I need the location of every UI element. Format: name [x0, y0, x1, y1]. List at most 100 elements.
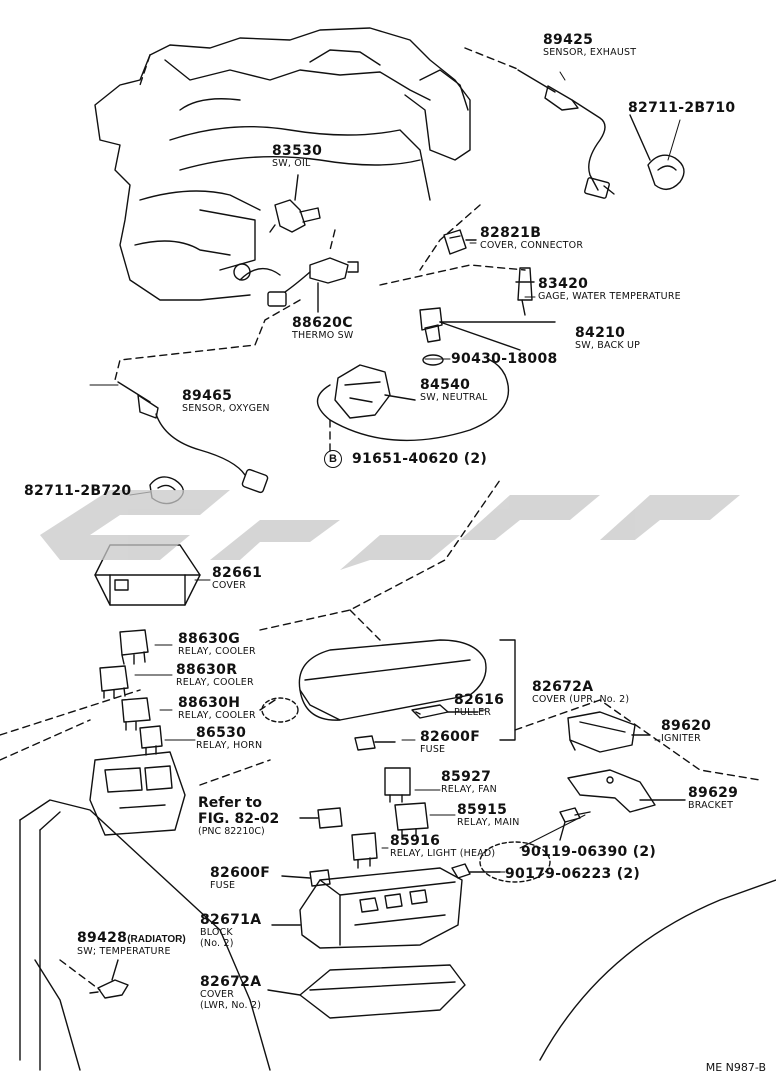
part-number: 82600F — [420, 729, 481, 745]
oxygen-sensor-drawing — [117, 381, 269, 494]
nut-drawing — [451, 863, 501, 879]
label-85916: 85916 RELAY, LIGHT (HEAD) — [390, 834, 495, 859]
backup-switch-drawing — [419, 307, 556, 366]
part-number: 89629 — [688, 785, 739, 801]
water-temp-gauge-drawing — [515, 267, 535, 316]
label-83420: 83420 GAGE, WATER TEMPERATURE — [538, 277, 681, 302]
part-description: SW, BACK UP — [575, 340, 641, 351]
part-description: COVER — [212, 580, 247, 591]
part-description: COVER, CONNECTOR — [480, 240, 584, 251]
bracket-drawing — [567, 769, 686, 813]
label-82616: 82616 PULLER — [454, 693, 504, 718]
label-82661: 82661 COVER — [212, 566, 262, 591]
part-number: 82821B — [480, 225, 542, 241]
part-number: 84540 — [420, 377, 471, 393]
part-description: GAGE, WATER TEMPERATURE — [538, 291, 681, 302]
bolt-drawing — [559, 807, 591, 841]
part-description: SENSOR, EXHAUST — [543, 47, 637, 58]
label-89629: 89629 BRACKET — [688, 786, 738, 811]
marker-b: B — [324, 450, 342, 468]
puller-drawing — [411, 704, 479, 719]
part-number: 88630R — [176, 662, 238, 678]
part-number: 82672A — [200, 974, 262, 990]
part-number: 82616 — [454, 692, 505, 708]
part-description: PULLER — [454, 707, 492, 718]
label-85927: 85927 RELAY, FAN — [441, 770, 497, 795]
label-89465: 89465 SENSOR, OXYGEN — [182, 389, 270, 414]
connector-cover-drawing — [443, 229, 477, 255]
drawing-code: ME N987-B — [705, 1061, 766, 1074]
relay-88630g-drawing — [119, 629, 149, 665]
part-number: 82672A — [532, 679, 594, 695]
part-number: 90179-06223 (2) — [505, 866, 641, 882]
part-number: 91651-40620 (2) — [352, 451, 488, 468]
junction-block-left-drawing — [89, 751, 186, 836]
part-description: COVER — [200, 989, 235, 1000]
label-90119-06390: 90119-06390 (2) — [521, 845, 656, 859]
relay-88630r-drawing — [99, 665, 129, 699]
part-number-suffix: (RADIATOR) — [127, 934, 186, 945]
relay-86530-drawing — [139, 725, 163, 756]
radiator-temp-switch-drawing — [89, 959, 129, 999]
thermo-switch-drawing — [267, 257, 359, 313]
label-82672a-lower: 82672A COVER (LWR, No. 2) — [200, 975, 261, 1010]
label-90430-18008: 90430-18008 — [451, 352, 558, 366]
engine-block — [94, 27, 471, 301]
refer-line-3: (PNC 82210C) — [198, 826, 265, 837]
relay-85916-drawing — [351, 832, 378, 869]
part-description: SENSOR, OXYGEN — [182, 403, 270, 414]
lower-cover-drawing — [267, 964, 466, 1019]
fender-curve — [539, 879, 776, 1061]
part-description: RELAY, MAIN — [457, 817, 520, 828]
relay-88630h-drawing — [121, 697, 151, 731]
neutral-switch-drawing — [316, 359, 510, 442]
label-88630g: 88630G RELAY, COOLER — [178, 632, 256, 657]
part-number: 90119-06390 (2) — [521, 844, 657, 860]
part-number: 82711-2B720 — [24, 483, 132, 499]
part-number: 89620 — [661, 718, 712, 734]
part-number: 89428 — [77, 930, 128, 946]
part-number: 85916 — [390, 833, 441, 849]
part-number: 90430-18008 — [451, 351, 558, 367]
label-82671a: 82671A BLOCK (No. 2) — [200, 913, 261, 948]
relay-85915-drawing — [394, 802, 429, 839]
clip-drawing-upper — [629, 114, 685, 190]
label-84210: 84210 SW, BACK UP — [575, 326, 640, 351]
label-85915: 85915 RELAY, MAIN — [457, 803, 520, 828]
refer-line-2: FIG. 82-02 — [198, 811, 280, 827]
label-89425: 89425 SENSOR, EXHAUST — [543, 33, 636, 58]
label-88630h: 88630H RELAY, COOLER — [178, 696, 256, 721]
group-ellipse-88630h — [261, 697, 299, 723]
label-82711-2b720: 82711-2B720 — [24, 484, 131, 498]
watermark — [40, 490, 740, 570]
part-description-sub: (LWR, No. 2) — [200, 999, 262, 1011]
part-number: 83420 — [538, 276, 589, 292]
part-number: 88630H — [178, 695, 241, 711]
part-description: RELAY, LIGHT (HEAD) — [390, 848, 496, 859]
label-91651-40620: B 91651-40620 (2) — [324, 450, 487, 468]
part-description: RELAY, COOLER — [178, 646, 256, 657]
part-number: 85927 — [441, 769, 492, 785]
dashed-leaders — [0, 47, 761, 991]
part-number: 84210 — [575, 325, 626, 341]
upper-cover-drawing — [298, 639, 516, 741]
refer-line-1: Refer to — [198, 795, 262, 811]
radiator-drawing — [19, 799, 271, 1071]
part-description: RELAY, COOLER — [176, 677, 254, 688]
label-83530: 83530 SW, OIL — [272, 144, 322, 169]
label-89620: 89620 IGNITER — [661, 719, 711, 744]
part-number: 82661 — [212, 565, 263, 581]
label-88630r: 88630R RELAY, COOLER — [176, 663, 254, 688]
refer-part-drawing — [299, 807, 343, 829]
part-description: COVER (UPR, No. 2) — [532, 694, 630, 705]
part-description: SW, NEUTRAL — [420, 392, 488, 403]
label-82600f-b: 82600F FUSE — [210, 866, 270, 891]
part-number: 89425 — [543, 32, 594, 48]
part-description: RELAY, FAN — [441, 784, 497, 795]
part-description: IGNITER — [661, 733, 701, 744]
part-description: RELAY, HORN — [196, 740, 263, 751]
group-ellipse-nut — [479, 841, 551, 883]
block-82671a-drawing — [271, 867, 463, 949]
part-number: 86530 — [196, 725, 247, 741]
